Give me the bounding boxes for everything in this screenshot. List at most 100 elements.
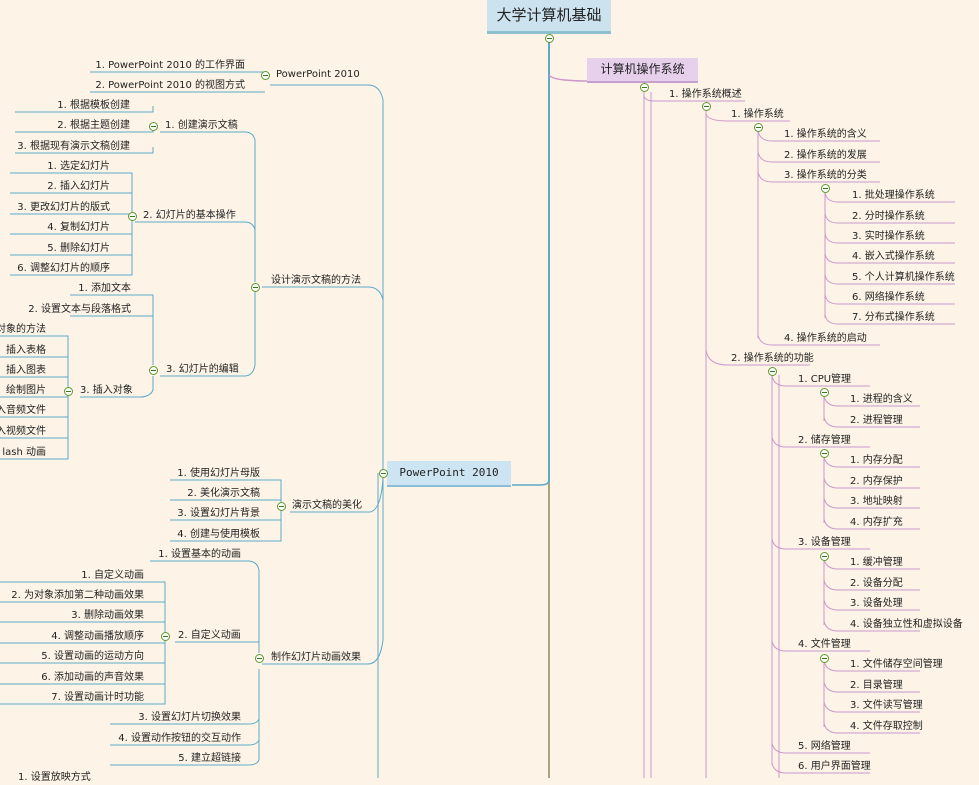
branch-ppt-title[interactable]: PowerPoint 2010 [387, 461, 511, 487]
toggle-cpu[interactable] [819, 387, 829, 397]
node-create-slides[interactable]: 1. 创建演示文稿 [165, 120, 238, 131]
node-os-function[interactable]: 2. 操作系统的功能 [731, 353, 814, 364]
os-toggle[interactable] [753, 122, 763, 132]
node-basic-3[interactable]: 4. 复制幻灯片 [47, 222, 110, 233]
design-toggle[interactable] [250, 282, 260, 292]
node-custom-anim[interactable]: 2. 自定义动画 [178, 630, 241, 641]
node-file-0[interactable]: 1. 文件储存空间管理 [850, 659, 943, 670]
node-os-overview[interactable]: 1. 操作系统概述 [669, 89, 742, 100]
node-os-class-6[interactable]: 7. 分布式操作系统 [852, 312, 935, 323]
edit-toggle[interactable] [148, 365, 158, 375]
node-os-item-1[interactable]: 2. 操作系统的发展 [784, 150, 867, 161]
node-os-function-5[interactable]: 6. 用户界面管理 [798, 761, 871, 772]
ppt-2010-toggle[interactable] [260, 70, 270, 80]
node-slideshow-mode[interactable]: 1. 设置放映方式 [18, 772, 91, 783]
node-beautify[interactable]: 演示文稿的美化 [292, 500, 362, 511]
branch-os-title[interactable]: 计算机操作系统 [587, 58, 698, 83]
node-design-method[interactable]: 设计演示文稿的方法 [271, 275, 361, 286]
node-edit-1[interactable]: 2. 设置文本与段落格式 [28, 304, 131, 315]
node-custom-5[interactable]: 6. 添加动画的声音效果 [41, 672, 144, 683]
node-custom-0[interactable]: 1. 自定义动画 [81, 570, 144, 581]
node-beauty-0[interactable]: 1. 使用幻灯片母版 [177, 468, 260, 479]
toggle-dev[interactable] [819, 551, 829, 561]
node-mem-2[interactable]: 3. 地址映射 [850, 496, 903, 507]
basic-toggle[interactable] [127, 211, 137, 221]
node-os-function-0[interactable]: 1. CPU管理 [798, 374, 852, 385]
node-slide-edit[interactable]: 3. 幻灯片的编辑 [166, 364, 239, 375]
node-dev-1[interactable]: 2. 设备分配 [850, 578, 903, 589]
os-function-toggle[interactable] [767, 366, 777, 376]
node-os-class-2[interactable]: 3. 实时操作系统 [852, 231, 925, 242]
node-anim-rest-1[interactable]: 4. 设置动作按钮的交互动作 [118, 733, 241, 744]
node-animation[interactable]: 制作幻灯片动画效果 [271, 652, 361, 663]
beauty-toggle[interactable] [276, 501, 286, 511]
custom-toggle[interactable] [160, 631, 170, 641]
os-overview-toggle[interactable] [701, 101, 711, 111]
node-create-0[interactable]: 1. 根据模板创建 [57, 100, 130, 111]
node-file-2[interactable]: 3. 文件读写管理 [850, 700, 923, 711]
node-file-3[interactable]: 4. 文件存取控制 [850, 721, 923, 732]
node-custom-2[interactable]: 3. 删除动画效果 [71, 610, 144, 621]
node-cpu-0[interactable]: 1. 进程的含义 [850, 394, 913, 405]
node-create-2[interactable]: 3. 根据现有演示文稿创建 [17, 141, 130, 152]
anim-toggle[interactable] [254, 653, 264, 663]
node-basic-0[interactable]: 1. 选定幻灯片 [47, 161, 110, 172]
os-branch-toggle[interactable] [639, 82, 649, 92]
node-object-5[interactable]: 入视频文件 [0, 426, 46, 437]
node-ppt-2010-0[interactable]: 1. PowerPoint 2010 的工作界面 [95, 60, 245, 71]
node-os-function-3[interactable]: 4. 文件管理 [798, 639, 851, 650]
node-os-function-1[interactable]: 2. 储存管理 [798, 435, 851, 446]
node-insert-object[interactable]: 3. 插入对象 [80, 385, 133, 396]
node-os-item-3[interactable]: 4. 操作系统的启动 [784, 333, 867, 344]
toggle-mem[interactable] [819, 448, 829, 458]
node-create-1[interactable]: 2. 根据主题创建 [57, 120, 130, 131]
node-anim-rest-2[interactable]: 5. 建立超链接 [178, 753, 241, 764]
node-beauty-1[interactable]: 2. 美化演示文稿 [187, 488, 260, 499]
object-toggle[interactable] [63, 386, 73, 396]
node-mem-3[interactable]: 4. 内存扩充 [850, 517, 903, 528]
node-basic-2[interactable]: 3. 更改幻灯片的版式 [17, 202, 110, 213]
node-object-2[interactable]: 插入图表 [6, 365, 46, 376]
node-os-item-2[interactable]: 3. 操作系统的分类 [784, 170, 867, 181]
node-custom-3[interactable]: 4. 调整动画播放顺序 [51, 631, 144, 642]
node-os-class-4[interactable]: 5. 个人计算机操作系统 [852, 272, 955, 283]
node-beauty-3[interactable]: 4. 创建与使用模板 [177, 529, 260, 540]
toggle-file[interactable] [819, 653, 829, 663]
node-basic-5[interactable]: 6. 调整幻灯片的顺序 [17, 263, 110, 274]
node-custom-4[interactable]: 5. 设置动画的运动方向 [41, 651, 144, 662]
node-anim-basic[interactable]: 1. 设置基本的动画 [158, 549, 241, 560]
os-class-toggle[interactable] [820, 183, 830, 193]
node-anim-rest-0[interactable]: 3. 设置幻灯片切换效果 [138, 712, 241, 723]
node-os-class-1[interactable]: 2. 分时操作系统 [852, 211, 925, 222]
node-basic-4[interactable]: 5. 删除幻灯片 [47, 243, 110, 254]
node-os-item-0[interactable]: 1. 操作系统的含义 [784, 129, 867, 140]
node-ppt-2010-1[interactable]: 2. PowerPoint 2010 的视图方式 [95, 80, 245, 91]
node-basic-ops[interactable]: 2. 幻灯片的基本操作 [143, 210, 236, 221]
node-beauty-2[interactable]: 3. 设置幻灯片背景 [177, 508, 260, 519]
node-object-0[interactable]: 对象的方法 [0, 324, 46, 335]
root-topic[interactable]: 大学计算机基础 [487, 0, 611, 34]
node-os[interactable]: 1. 操作系统 [731, 109, 784, 120]
root-toggle[interactable] [544, 33, 554, 43]
node-object-3[interactable]: 绘制图片 [6, 385, 46, 396]
node-dev-2[interactable]: 3. 设备处理 [850, 598, 903, 609]
node-mem-0[interactable]: 1. 内存分配 [850, 455, 903, 466]
node-os-class-3[interactable]: 4. 嵌入式操作系统 [852, 251, 935, 262]
node-custom-1[interactable]: 2. 为对象添加第二种动画效果 [11, 590, 144, 601]
node-os-class-0[interactable]: 1. 批处理操作系统 [852, 190, 935, 201]
node-ppt-2010[interactable]: PowerPoint 2010 [276, 69, 360, 80]
node-object-1[interactable]: 插入表格 [6, 345, 46, 356]
node-basic-1[interactable]: 2. 插入幻灯片 [47, 181, 110, 192]
ppt-branch-toggle[interactable] [378, 468, 388, 478]
node-edit-0[interactable]: 1. 添加文本 [78, 283, 131, 294]
node-os-function-4[interactable]: 5. 网络管理 [798, 741, 851, 752]
node-dev-3[interactable]: 4. 设备独立性和虚拟设备 [850, 619, 963, 630]
node-os-function-2[interactable]: 3. 设备管理 [798, 537, 851, 548]
node-file-1[interactable]: 2. 目录管理 [850, 680, 903, 691]
node-custom-6[interactable]: 7. 设置动画计时功能 [51, 692, 144, 703]
node-os-class-5[interactable]: 6. 网络操作系统 [852, 292, 925, 303]
node-object-4[interactable]: 入音频文件 [0, 405, 46, 416]
create-toggle[interactable] [148, 121, 158, 131]
node-object-6[interactable]: lash 动画 [2, 447, 46, 458]
node-dev-0[interactable]: 1. 缓冲管理 [850, 557, 903, 568]
